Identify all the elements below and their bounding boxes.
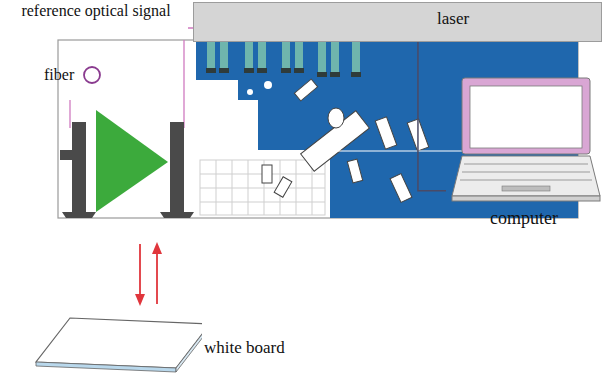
fiber-label: fiber bbox=[44, 66, 104, 84]
laser-box: laser bbox=[193, 2, 602, 42]
node-label: white board bbox=[204, 338, 285, 358]
cable-connector bbox=[418, 42, 446, 191]
node-label: laser bbox=[437, 9, 469, 29]
white-board-node: white board bbox=[32, 316, 332, 374]
computer-node: computer bbox=[446, 74, 602, 236]
white-board-shape bbox=[32, 316, 202, 374]
signal-label: reference optical signal bbox=[6, 2, 186, 20]
node-label: computer bbox=[490, 208, 558, 229]
